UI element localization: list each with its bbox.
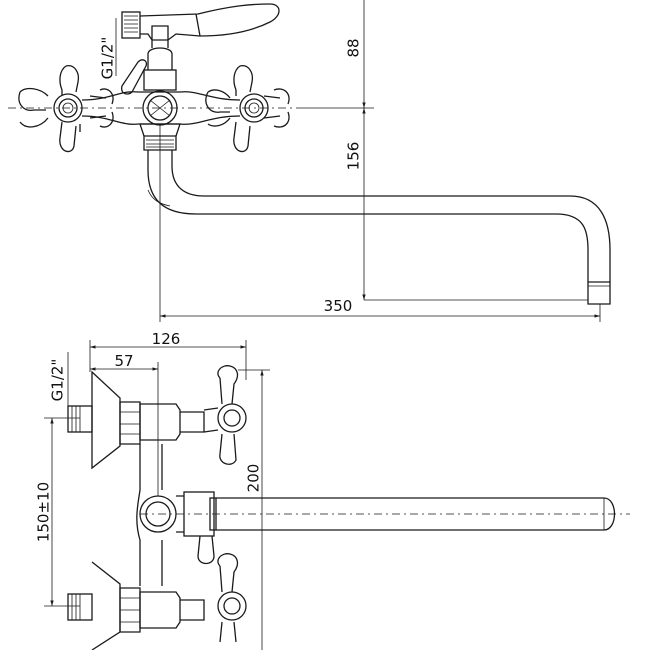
side-view: 126 57 200 150±10 G1/2" — [35, 330, 630, 650]
upper-inlet — [67, 370, 205, 470]
upper-cross-handle — [203, 365, 247, 465]
side-view-dimensions — [44, 340, 270, 650]
lower-cross-handle — [217, 553, 247, 643]
spout-top — [147, 150, 611, 305]
dim-350-label: 350 — [324, 297, 353, 315]
dim-88-label: 88 — [345, 38, 363, 57]
dim-126-label: 126 — [152, 330, 181, 348]
lower-inlet — [67, 561, 205, 650]
right-cross-handle — [205, 65, 290, 153]
spout-side — [216, 497, 616, 531]
dim-200-label: 200 — [245, 464, 263, 493]
top-view-dimensions — [115, 0, 601, 322]
dim-156-label: 156 — [345, 142, 363, 171]
left-cross-handle — [18, 65, 114, 153]
diverter-lever — [121, 3, 280, 95]
thread-label-top: G1/2" — [99, 37, 117, 80]
top-view: 88 156 350 G1/2" — [8, 0, 611, 322]
dim-57-label: 57 — [114, 352, 133, 370]
side-body — [136, 444, 217, 586]
dim-150-label: 150±10 — [35, 482, 53, 542]
thread-label-side: G1/2" — [49, 359, 67, 402]
